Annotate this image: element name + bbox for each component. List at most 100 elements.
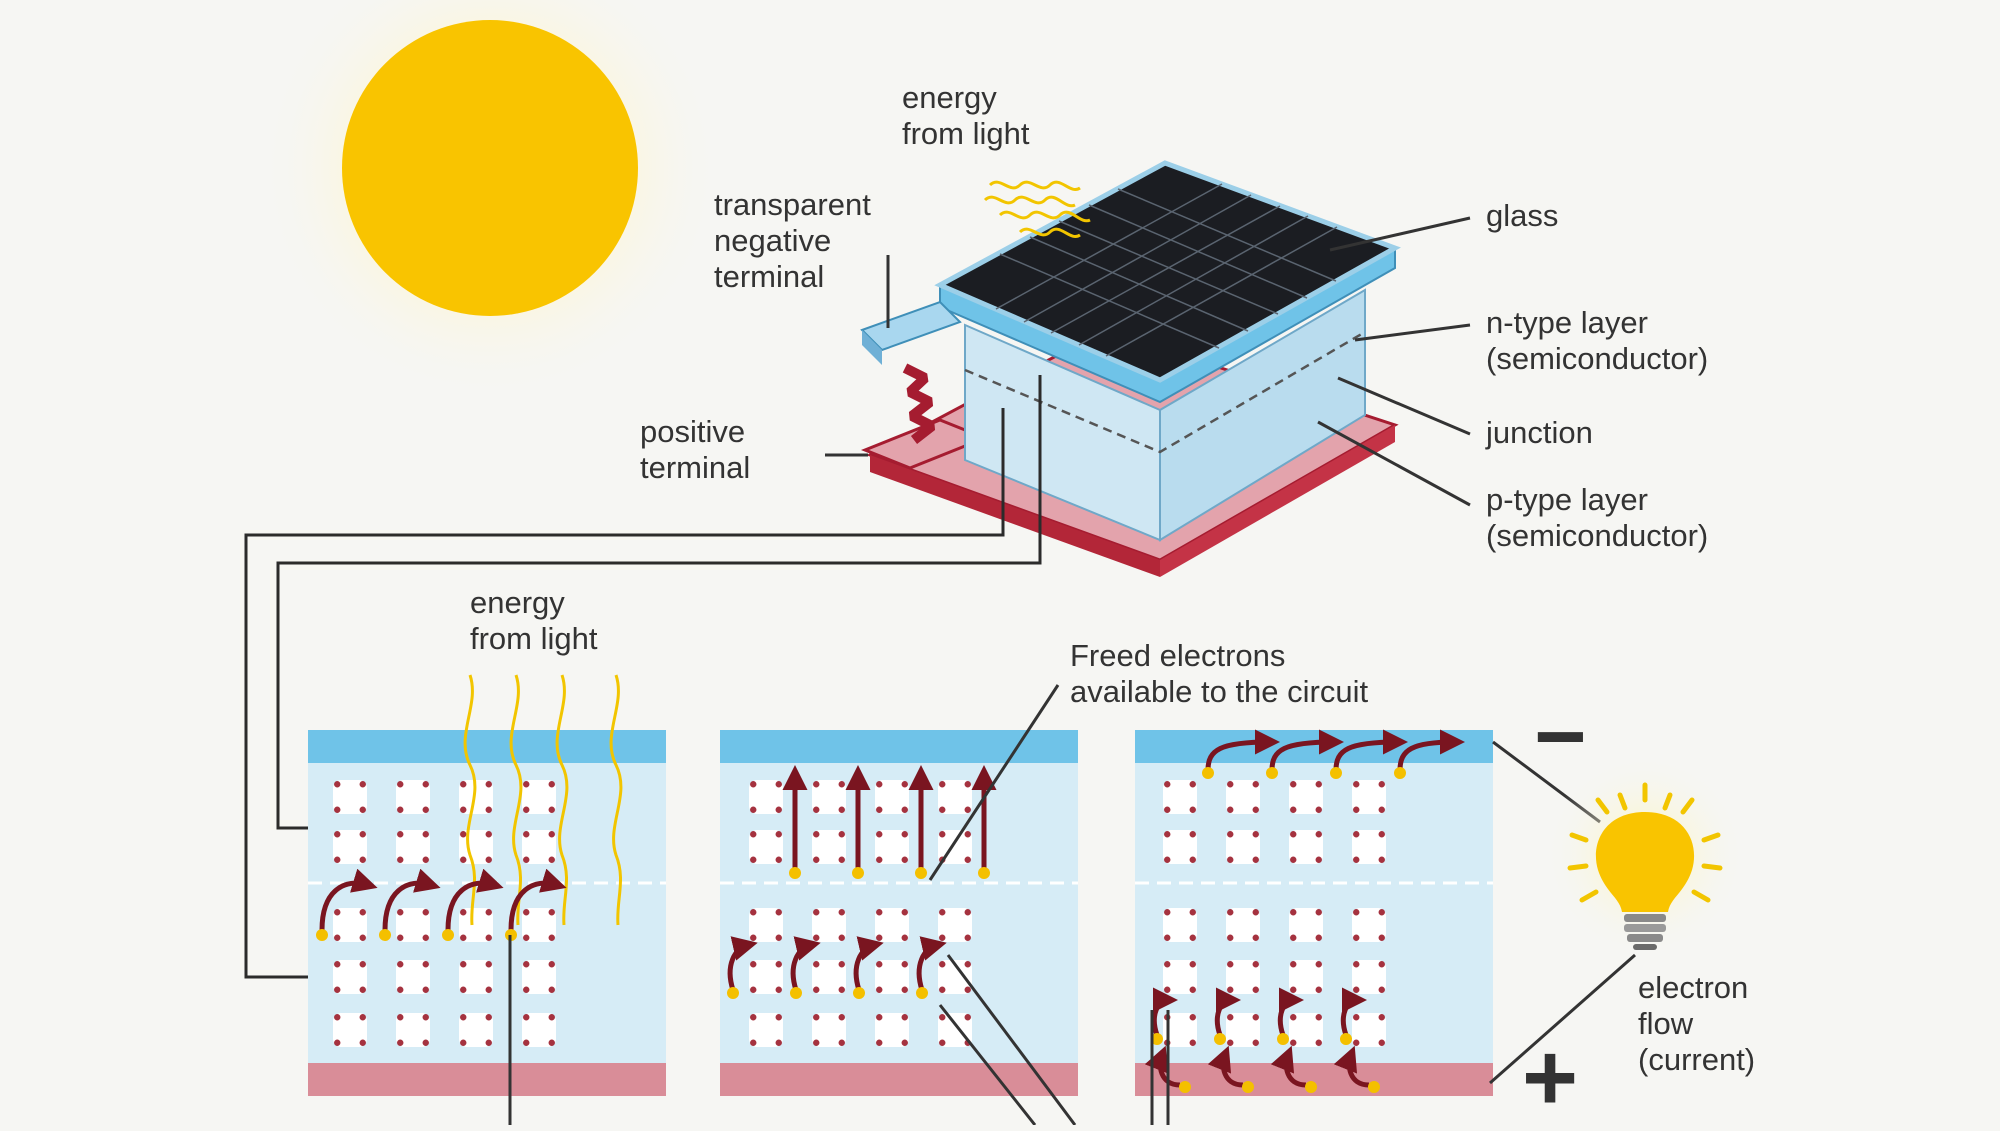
bond-electron (964, 909, 971, 916)
bond-electron (1353, 909, 1360, 916)
bond-electron (813, 781, 820, 788)
bond-electron (750, 806, 757, 813)
panel2-lattice (749, 780, 972, 1047)
bond-electron (485, 806, 492, 813)
atom-site (812, 780, 846, 814)
bond-electron (1164, 781, 1171, 788)
bond-electron (876, 1039, 883, 1046)
bond-electron (1164, 806, 1171, 813)
bond-electron (422, 781, 429, 788)
atom-site (459, 908, 493, 942)
bond-electron (548, 1014, 555, 1021)
atom-site (522, 1013, 556, 1047)
bond-electron (1315, 961, 1322, 968)
atom-site (1226, 960, 1260, 994)
bond-electron (1227, 781, 1234, 788)
bond-electron (1227, 961, 1234, 968)
bond-electron (1290, 806, 1297, 813)
bond-electron (460, 909, 467, 916)
bond-electron (334, 909, 341, 916)
atom-site (1163, 830, 1197, 864)
atom-site (812, 908, 846, 942)
bond-electron (813, 909, 820, 916)
light-waves-top (983, 180, 1091, 238)
bond-electron (485, 1014, 492, 1021)
atom-site (1226, 830, 1260, 864)
atom-site (875, 908, 909, 942)
bond-electron (901, 1039, 908, 1046)
bond-electron (838, 909, 845, 916)
bond-electron (901, 1014, 908, 1021)
bond-electron (548, 831, 555, 838)
bond-electron (1164, 986, 1171, 993)
bond-electron (1378, 934, 1385, 941)
atom-site (1163, 780, 1197, 814)
bond-electron (1189, 961, 1196, 968)
atom-site (1163, 908, 1197, 942)
bond-electron (876, 1014, 883, 1021)
bond-electron (1290, 961, 1297, 968)
bond-electron (964, 781, 971, 788)
bond-electron (422, 856, 429, 863)
bond-electron (901, 909, 908, 916)
atom-site (1226, 780, 1260, 814)
atom-site (1352, 908, 1386, 942)
bond-electron (548, 909, 555, 916)
bond-electron (1189, 934, 1196, 941)
bond-electron (422, 831, 429, 838)
bond-electron (775, 806, 782, 813)
bond-electron (939, 1014, 946, 1021)
bond-electron (523, 1014, 530, 1021)
bond-electron (939, 781, 946, 788)
bond-electron (1189, 831, 1196, 838)
bond-electron (750, 1039, 757, 1046)
bond-electron (523, 1039, 530, 1046)
atom-site (749, 960, 783, 994)
bond-electron (813, 961, 820, 968)
bond-electron (334, 1039, 341, 1046)
bond-electron (1353, 781, 1360, 788)
bond-electron (750, 934, 757, 941)
bond-electron (1227, 986, 1234, 993)
bond-electron (1315, 1039, 1322, 1046)
bond-electron (838, 1039, 845, 1046)
bond-electron (1252, 909, 1259, 916)
bond-electron (523, 781, 530, 788)
bond-electron (359, 856, 366, 863)
bond-electron (813, 1014, 820, 1021)
bond-electron (460, 961, 467, 968)
bond-electron (838, 961, 845, 968)
bond-electron (1227, 1014, 1234, 1021)
label-energy-from-light-top: energy from light (902, 80, 1030, 151)
atom-site (875, 830, 909, 864)
atom-site (1163, 1013, 1197, 1047)
bond-electron (422, 961, 429, 968)
bond-electron (838, 806, 845, 813)
bond-electron (1315, 986, 1322, 993)
bond-electron (1189, 781, 1196, 788)
atom-site (812, 1013, 846, 1047)
bond-electron (813, 856, 820, 863)
atom-site (333, 960, 367, 994)
bond-electron (1189, 1039, 1196, 1046)
bond-electron (422, 1039, 429, 1046)
bond-electron (548, 781, 555, 788)
bond-electron (939, 831, 946, 838)
bond-electron (1378, 909, 1385, 916)
bond-electron (901, 856, 908, 863)
bond-electron (1378, 1014, 1385, 1021)
bond-electron (1252, 961, 1259, 968)
bond-electron (1252, 986, 1259, 993)
bond-electron (460, 1039, 467, 1046)
atom-site (1352, 780, 1386, 814)
bond-electron (334, 856, 341, 863)
bond-electron (939, 934, 946, 941)
bond-electron (1378, 961, 1385, 968)
bond-electron (1227, 831, 1234, 838)
bond-electron (750, 986, 757, 993)
atom-site (459, 1013, 493, 1047)
bond-electron (1290, 1014, 1297, 1021)
bond-electron (813, 831, 820, 838)
bond-electron (901, 934, 908, 941)
bond-electron (838, 831, 845, 838)
